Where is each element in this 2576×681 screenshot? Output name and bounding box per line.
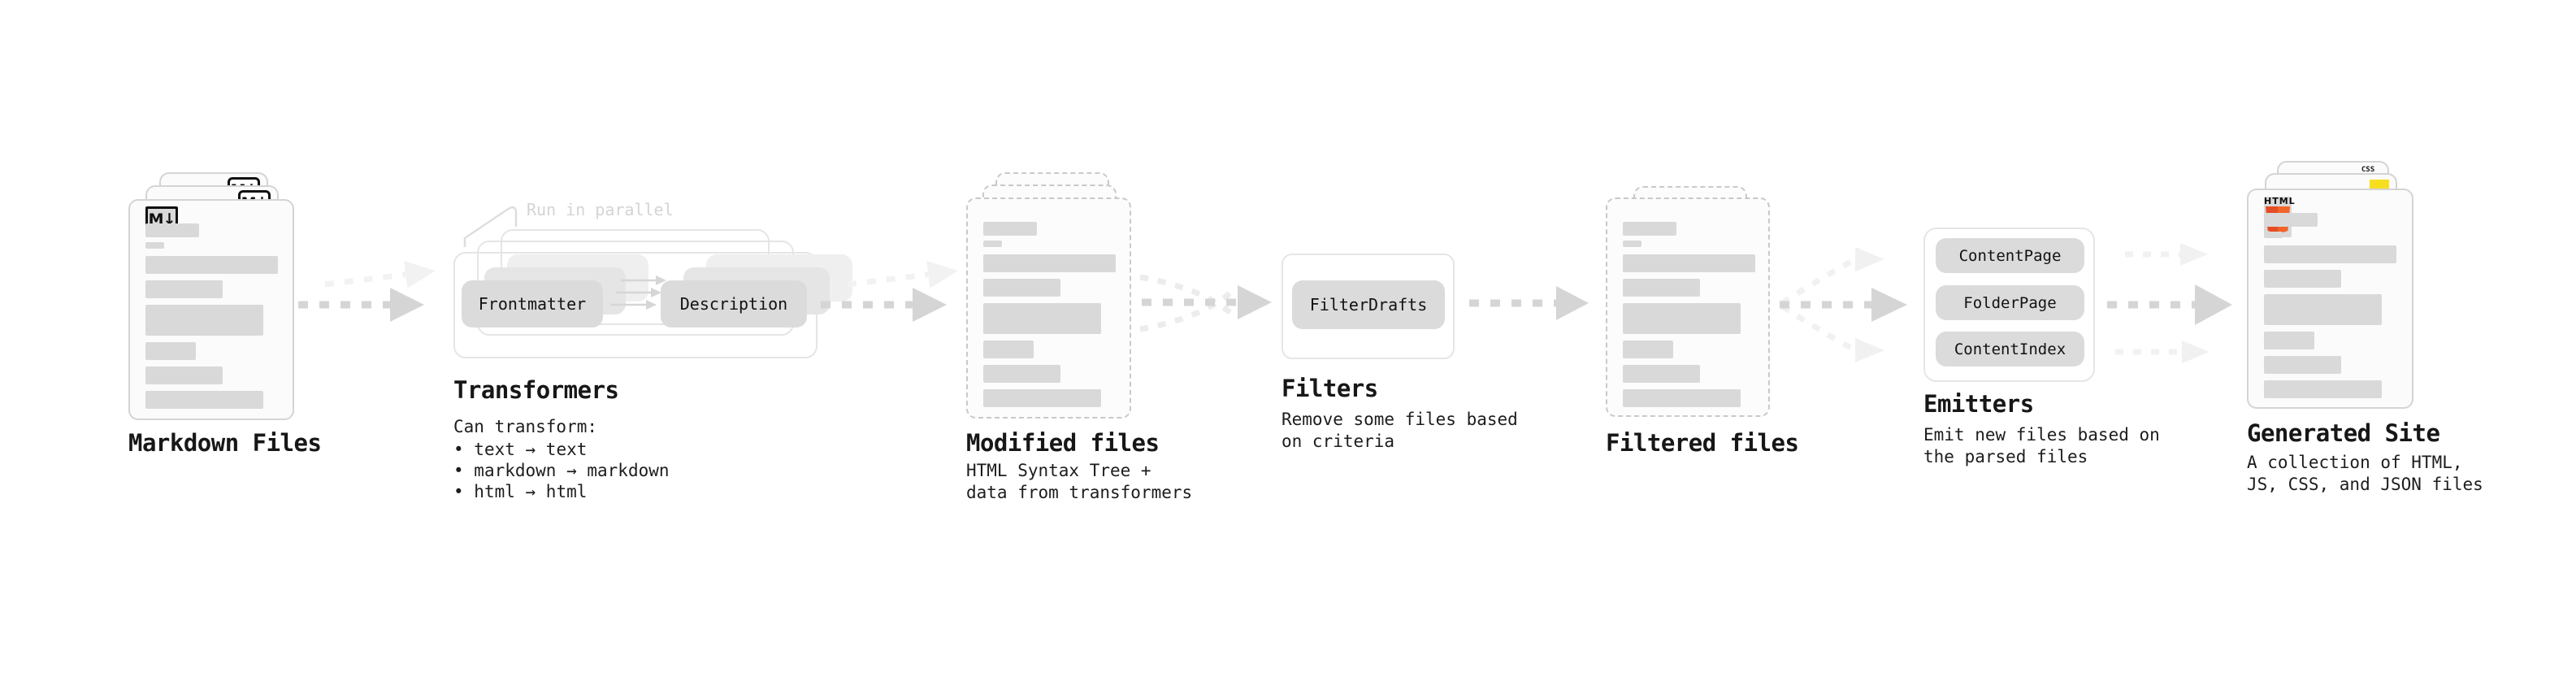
filtered-files-label: Filtered files	[1606, 429, 1799, 457]
generated-site-desc: A collection of HTML, JS, CSS, and JSON …	[2247, 453, 2483, 494]
modified-files-label: Modified files	[966, 429, 1160, 457]
modified-files-desc: HTML Syntax Tree + data from transformer…	[966, 461, 1193, 502]
markdown-file-card: M↓	[128, 199, 294, 420]
transformer-box-description: Description	[661, 280, 807, 327]
modified-file-card	[966, 197, 1131, 419]
skeleton-line	[983, 303, 1101, 334]
skeleton-line	[145, 391, 263, 409]
note-leader-line	[463, 206, 518, 247]
filters-desc: Remove some files based on criteria	[1281, 410, 1518, 451]
generated-file-card-html: HTML 5	[2247, 189, 2413, 409]
arrows-emitters-to-generated	[2107, 243, 2232, 363]
skeleton-line	[1623, 340, 1673, 358]
skeleton-line	[1623, 365, 1700, 383]
arrow-filtered-to-emitters-fanout	[1780, 247, 1907, 362]
skeleton-line	[2264, 356, 2341, 374]
skeleton-line	[983, 241, 1002, 247]
skeleton-line	[2264, 232, 2283, 238]
html5-icon-word: HTML	[2264, 196, 2296, 206]
skeleton-line	[145, 280, 223, 298]
skeleton-line	[983, 340, 1034, 358]
skeleton-line	[145, 342, 196, 360]
skeleton-line	[1623, 303, 1741, 334]
skeleton-line	[145, 223, 199, 237]
skeleton-line	[145, 367, 223, 384]
skeleton-line	[983, 365, 1060, 383]
transformer-box-frontmatter: Frontmatter	[462, 280, 603, 327]
emitters-desc: Emit new files based on the parsed files	[1923, 425, 2160, 466]
arrow-modified-to-filters-merge	[1139, 274, 1272, 332]
transformers-desc-heading: Can transform:	[453, 417, 598, 436]
arrow-transformers-to-modified	[821, 260, 958, 322]
parallel-arrows-icon	[611, 275, 666, 310]
javascript-icon	[2370, 180, 2389, 191]
filters-label: Filters	[1281, 375, 1378, 402]
transform-bullet: text → text	[453, 439, 670, 460]
skeleton-line	[983, 222, 1037, 236]
skeleton-line	[1623, 279, 1700, 297]
run-in-parallel-note: Run in parallel	[527, 200, 674, 219]
skeleton-line	[1623, 254, 1755, 272]
emitter-box-contentindex: ContentIndex	[1936, 332, 2084, 367]
skeleton-line	[1623, 389, 1741, 407]
filter-box-filterdrafts: FilterDrafts	[1292, 280, 1445, 329]
generated-site-label: Generated Site	[2247, 419, 2440, 447]
filtered-file-card	[1606, 197, 1770, 417]
skeleton-line	[145, 242, 164, 249]
skeleton-line	[1623, 241, 1641, 247]
skeleton-line	[2264, 332, 2314, 349]
skeleton-line	[2264, 270, 2341, 288]
emitter-box-folderpage: FolderPage	[1936, 285, 2084, 320]
skeleton-line	[2264, 213, 2318, 227]
filters-container	[1281, 254, 1455, 359]
arrow-markdown-to-transformers	[298, 260, 436, 322]
emitters-label: Emitters	[1923, 390, 2034, 418]
markdown-files-label: Markdown Files	[128, 429, 322, 457]
skeleton-line	[145, 256, 278, 274]
skeleton-line	[983, 389, 1101, 407]
skeleton-line	[2264, 245, 2396, 263]
arrow-filters-to-filtered	[1469, 286, 1589, 320]
skeleton-line	[983, 254, 1116, 272]
transformers-bullet-list: text → text markdown → markdown html → h…	[453, 439, 670, 502]
skeleton-line	[2264, 380, 2382, 398]
skeleton-line	[2264, 294, 2382, 325]
transform-bullet: html → html	[453, 481, 670, 502]
emitters-container	[1923, 228, 2095, 382]
skeleton-line	[145, 305, 263, 336]
skeleton-line	[1623, 222, 1676, 236]
transform-bullet: markdown → markdown	[453, 460, 669, 481]
emitter-box-contentpage: ContentPage	[1936, 238, 2084, 273]
transformers-label: Transformers	[453, 376, 619, 404]
skeleton-line	[983, 279, 1060, 297]
